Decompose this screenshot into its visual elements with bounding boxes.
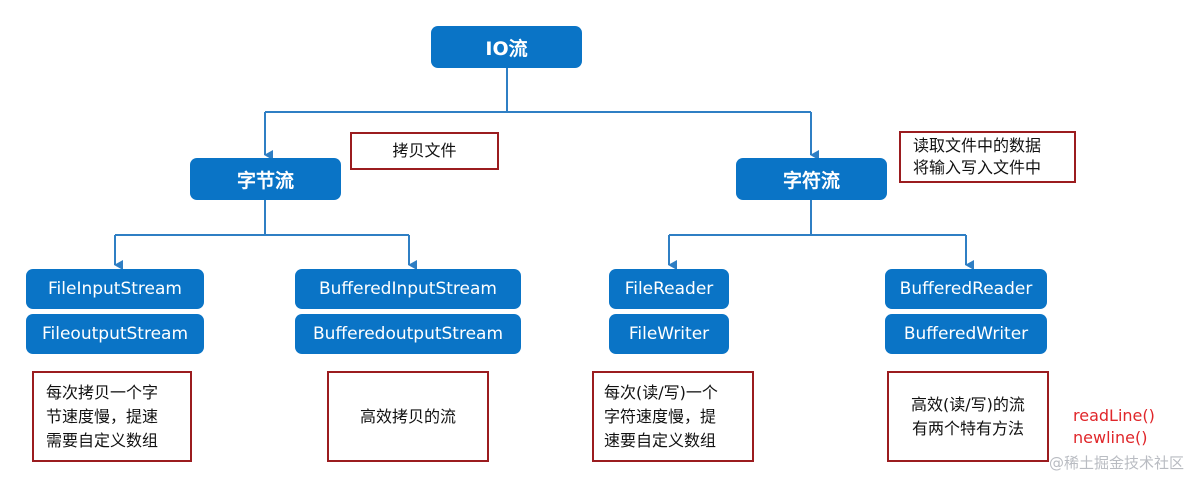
node-buffered-writer: BufferedWriter xyxy=(885,314,1047,354)
note-file-byte-line-1: 每次拷贝一个字 xyxy=(46,382,159,402)
node-char-stream: 字符流 xyxy=(736,158,887,200)
note-read-write-line-2: 将输入写入文件中 xyxy=(913,158,1042,177)
note-file-char-line-2: 字符速度慢，提 xyxy=(604,406,717,426)
note-file-char-line-3: 速要自定义数组 xyxy=(604,430,717,450)
method-list: readLine() newline() xyxy=(1073,405,1155,449)
note-read-write-line-1: 读取文件中的数据 xyxy=(913,136,1042,155)
note-file-byte: 每次拷贝一个字 节速度慢，提速 需要自定义数组 xyxy=(32,371,192,462)
node-buffered-input-stream: BufferedInputStream xyxy=(295,269,521,309)
note-file-byte-line-2: 节速度慢，提速 xyxy=(46,406,159,426)
node-buffered-reader: BufferedReader xyxy=(885,269,1047,309)
node-buffered-output-stream: BufferedoutputStream xyxy=(295,314,521,354)
node-file-reader: FileReader xyxy=(609,269,729,309)
method-newline: newline() xyxy=(1073,428,1148,447)
note-buffered-char-line-1: 高效(读/写)的流 xyxy=(911,394,1025,414)
note-copy-file-text: 拷贝文件 xyxy=(392,141,457,160)
note-buffered-char-line-2: 有两个特有方法 xyxy=(911,418,1024,438)
note-file-byte-line-3: 需要自定义数组 xyxy=(46,430,159,450)
note-buffered-byte-text: 高效拷贝的流 xyxy=(359,406,456,426)
node-byte-stream: 字节流 xyxy=(190,158,341,200)
watermark: @稀土掘金技术社区 xyxy=(1048,454,1184,472)
node-io-stream: IO流 xyxy=(431,26,582,68)
note-buffered-char: 高效(读/写)的流 有两个特有方法 xyxy=(887,371,1049,462)
note-buffered-byte: 高效拷贝的流 xyxy=(327,371,489,462)
node-file-writer: FileWriter xyxy=(609,314,729,354)
method-readline: readLine() xyxy=(1073,406,1155,425)
note-file-char: 每次(读/写)一个 字符速度慢，提 速要自定义数组 xyxy=(592,371,754,462)
node-file-output-stream: FileoutputStream xyxy=(26,314,204,354)
node-file-input-stream: FileInputStream xyxy=(26,269,204,309)
note-read-write: 读取文件中的数据 将输入写入文件中 xyxy=(899,131,1076,183)
note-file-char-line-1: 每次(读/写)一个 xyxy=(604,382,718,402)
note-copy-file: 拷贝文件 xyxy=(350,132,499,170)
